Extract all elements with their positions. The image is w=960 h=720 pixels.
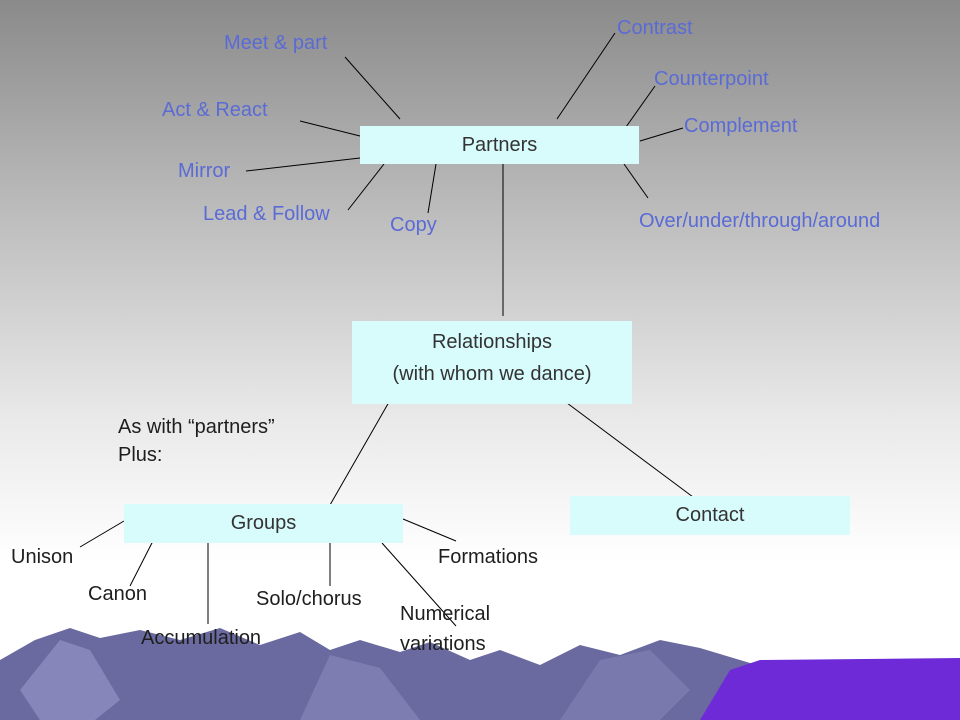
- partner-item-complement: Complement: [684, 115, 798, 137]
- group-item-solo-chorus: Solo/chorus: [256, 588, 362, 610]
- relationships-box: Relationships (with whom we dance): [352, 321, 632, 404]
- partner-item-lead-follow: Lead & Follow: [203, 203, 330, 225]
- note-line-2: Plus:: [118, 444, 163, 466]
- corner-accent: [700, 658, 960, 720]
- mountain-highlight: [300, 655, 420, 720]
- partner-item-copy: Copy: [390, 214, 437, 236]
- groups-box: Groups: [124, 504, 403, 543]
- partner-item-act-react: Act & React: [162, 99, 268, 121]
- partner-item-over-under: Over/under/through/around: [639, 210, 881, 232]
- partner-item-contrast: Contrast: [617, 17, 693, 39]
- partners-box: Partners: [360, 126, 639, 164]
- mountain-highlight: [560, 650, 690, 720]
- partners-connectors: [245, 32, 684, 316]
- partners-box-label: Partners: [461, 134, 538, 156]
- group-item-formations: Formations: [438, 546, 539, 568]
- note-line-1: As with “partners”: [118, 416, 275, 438]
- partner-item-mirror: Mirror: [178, 160, 231, 182]
- partner-item-meet-part: Meet & part: [224, 32, 328, 54]
- relationships-subtitle: (with whom we dance): [392, 363, 592, 385]
- relationships-connectors: [329, 399, 694, 506]
- partner-item-counterpoint: Counterpoint: [654, 68, 769, 90]
- groups-connectors: [79, 518, 457, 627]
- group-item-numerical-line-1: Numerical: [400, 603, 491, 625]
- group-item-numerical-line-2: variations: [400, 633, 486, 655]
- group-item-accumulation: Accumulation: [141, 627, 262, 649]
- group-item-canon: Canon: [88, 583, 147, 605]
- mountain-highlight: [20, 640, 120, 720]
- contact-box-label: Contact: [675, 504, 745, 526]
- group-item-unison: Unison: [11, 546, 74, 568]
- contact-box: Contact: [570, 496, 850, 535]
- relationships-title: Relationships: [431, 331, 553, 353]
- groups-box-label: Groups: [230, 512, 297, 534]
